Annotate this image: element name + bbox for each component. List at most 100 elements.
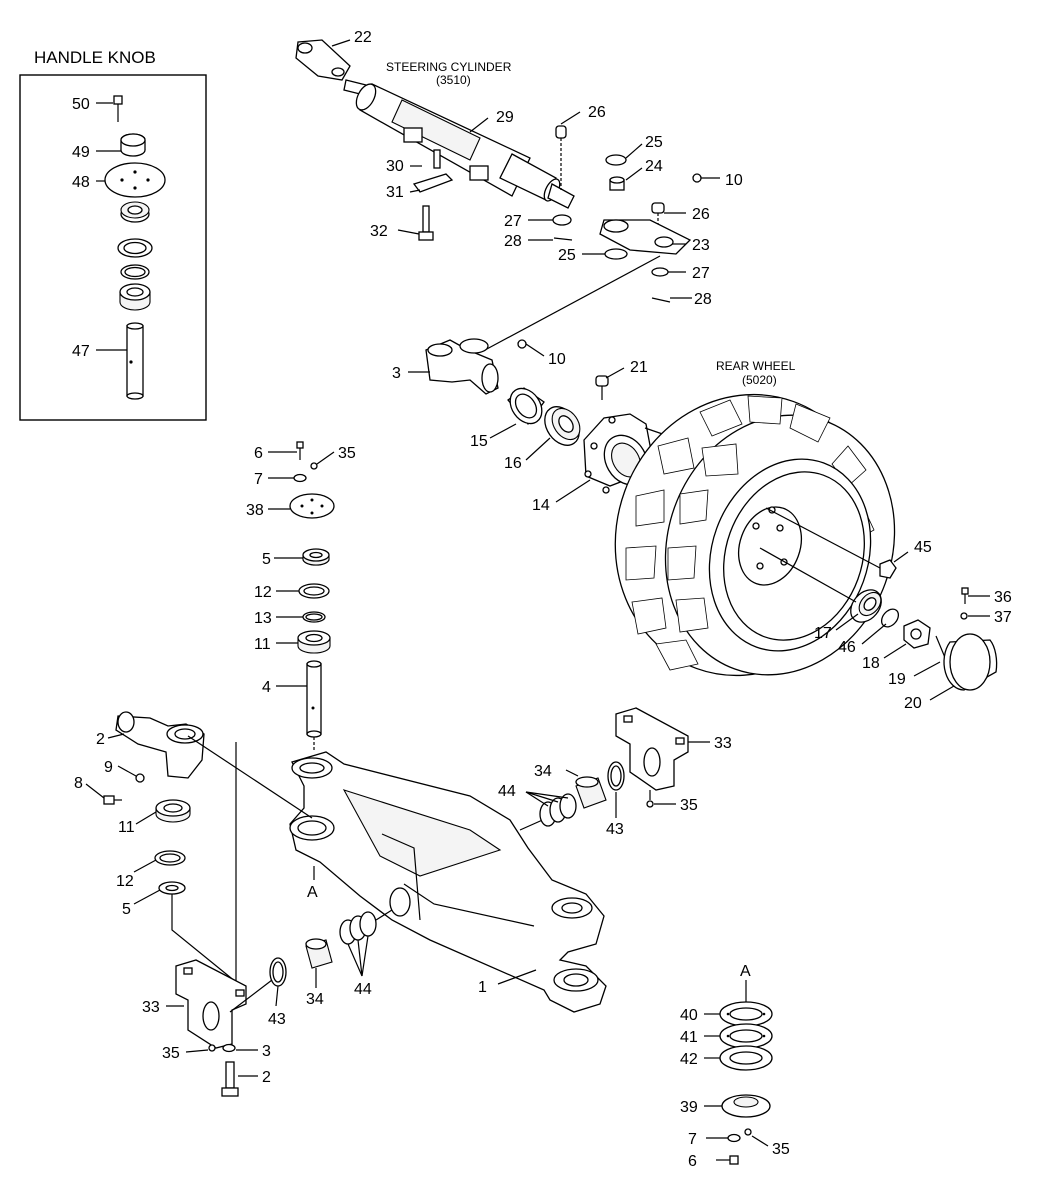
detail-a-group: A 40 41: [680, 963, 790, 1170]
callout-8: 8: [74, 775, 83, 792]
part-46-washer: [880, 608, 900, 628]
callout-20: 20: [904, 695, 922, 712]
part-35-grease-left: [208, 1044, 216, 1052]
callout-5-upper: 5: [262, 551, 271, 568]
callout-25-bottom: 25: [558, 247, 576, 264]
part-32-bolt: [418, 205, 434, 241]
part-35-grease-upper: [310, 462, 318, 470]
handle-bearing: [120, 201, 150, 223]
callout-11-upper: 11: [254, 636, 271, 653]
callout-25-top: 25: [645, 134, 663, 151]
part-28-cotter-b: [651, 297, 671, 303]
part-7-washer-lower: [727, 1133, 741, 1143]
callout-46: 46: [838, 639, 856, 656]
part-5-seal-upper: [302, 548, 330, 566]
callout-10-lower: 10: [548, 351, 566, 368]
callout-11-lower: 11: [118, 819, 135, 836]
callout-17: 17: [814, 625, 832, 642]
handle-knob-title: HANDLE KNOB: [34, 48, 156, 67]
callout-41: 41: [680, 1029, 698, 1046]
part-3-washer-left: [222, 1043, 236, 1053]
rear-wheel-group: REAR WHEEL (5020): [614, 359, 1012, 712]
callout-24: 24: [645, 158, 663, 175]
part-40-shim: [719, 1001, 773, 1027]
handle-ring: [120, 264, 150, 280]
callout-35-lower: 35: [772, 1141, 790, 1158]
rear-wheel-code: (5020): [742, 373, 777, 387]
part-43-ring-right: [607, 761, 625, 791]
part-10-grease-nipple-lower: [517, 339, 527, 349]
part-23-link: [599, 219, 692, 255]
callout-49: 49: [72, 144, 90, 161]
callout-19: 19: [888, 671, 906, 688]
part-44-shims-right: [539, 793, 577, 827]
part-2-knuckle-left: [115, 711, 205, 779]
part-50-screw: [113, 95, 123, 122]
part-44-shims-left: [339, 911, 377, 945]
part-41-shim: [719, 1023, 773, 1049]
handle-knob-inset: HANDLE KNOB: [19, 48, 207, 421]
callout-14: 14: [532, 497, 550, 514]
callout-35-right: 35: [680, 797, 698, 814]
part-6-bolt-lower: [716, 1155, 739, 1165]
part-27-washer-a: [552, 214, 572, 226]
callout-29: 29: [496, 109, 514, 126]
callout-33-right: 33: [714, 735, 732, 752]
part-13-snap-ring: [302, 611, 326, 623]
part-6-bolt-upper: [296, 441, 304, 460]
part-34-bushing-left: [305, 938, 333, 969]
callout-22: 22: [354, 29, 372, 46]
part-31-bracket: [412, 173, 454, 193]
handle-bushing: [119, 283, 151, 311]
part-12-washer-lower: [154, 850, 186, 866]
part-5-seal-lower: [158, 881, 186, 895]
callout-A-detail: A: [740, 963, 751, 980]
callout-9: 9: [104, 759, 113, 776]
part-3-knuckle: [425, 338, 499, 395]
left-knuckle-stack: 2 9 8 11 12 5: [74, 711, 313, 990]
callout-31: 31: [386, 184, 404, 201]
part-36-bolt: [961, 587, 969, 604]
callout-6-lower: 6: [688, 1153, 697, 1170]
part-25-washer-top: [605, 154, 627, 166]
part-38-cover: [289, 493, 335, 519]
part-15-seal: [507, 387, 545, 426]
part-9-grease-nipple: [135, 773, 145, 783]
part-21-stud: [595, 375, 609, 400]
part-49-knob-cap: [120, 133, 146, 157]
callout-16: 16: [504, 455, 522, 472]
part-11-bushing-lower: [155, 799, 191, 823]
callout-43-right: 43: [606, 821, 624, 838]
callout-A-axle: A: [307, 884, 318, 901]
callout-50: 50: [72, 96, 90, 113]
part-10-grease-nipple-upper: [692, 173, 702, 183]
callout-4: 4: [262, 679, 271, 696]
callout-43-left: 43: [268, 1011, 286, 1028]
right-axle-mount: 33 34 44 35 43: [498, 707, 732, 838]
rear-wheel-label: REAR WHEEL: [716, 359, 796, 373]
callout-35-left: 35: [162, 1045, 180, 1062]
callout-27-a: 27: [504, 213, 522, 230]
part-22-rod-end: [295, 39, 351, 81]
callout-3-knuckle: 3: [392, 365, 401, 382]
part-28-cotter-a: [553, 237, 573, 241]
callout-33-left: 33: [142, 999, 160, 1016]
part-33-bracket-right: [615, 707, 689, 791]
callout-48: 48: [72, 174, 90, 191]
part-48-plate: [104, 162, 166, 198]
callout-7-lower: 7: [688, 1131, 697, 1148]
part-12-washer-upper: [298, 583, 330, 599]
part-2-bolt-left: [221, 1061, 239, 1097]
callout-23: 23: [692, 237, 710, 254]
part-35-grease-right: [646, 790, 654, 808]
part-42-shim: [719, 1045, 773, 1071]
steering-cylinder-code: (3510): [436, 73, 471, 87]
callout-34-right: 34: [534, 763, 552, 780]
part-43-ring-left: [269, 957, 287, 987]
king-pin-stack: 6 35 7 38 5 12 13 11 4: [246, 441, 356, 752]
callout-21: 21: [630, 359, 648, 376]
callout-2-bolt: 2: [262, 1069, 271, 1086]
callout-13: 13: [254, 610, 272, 627]
